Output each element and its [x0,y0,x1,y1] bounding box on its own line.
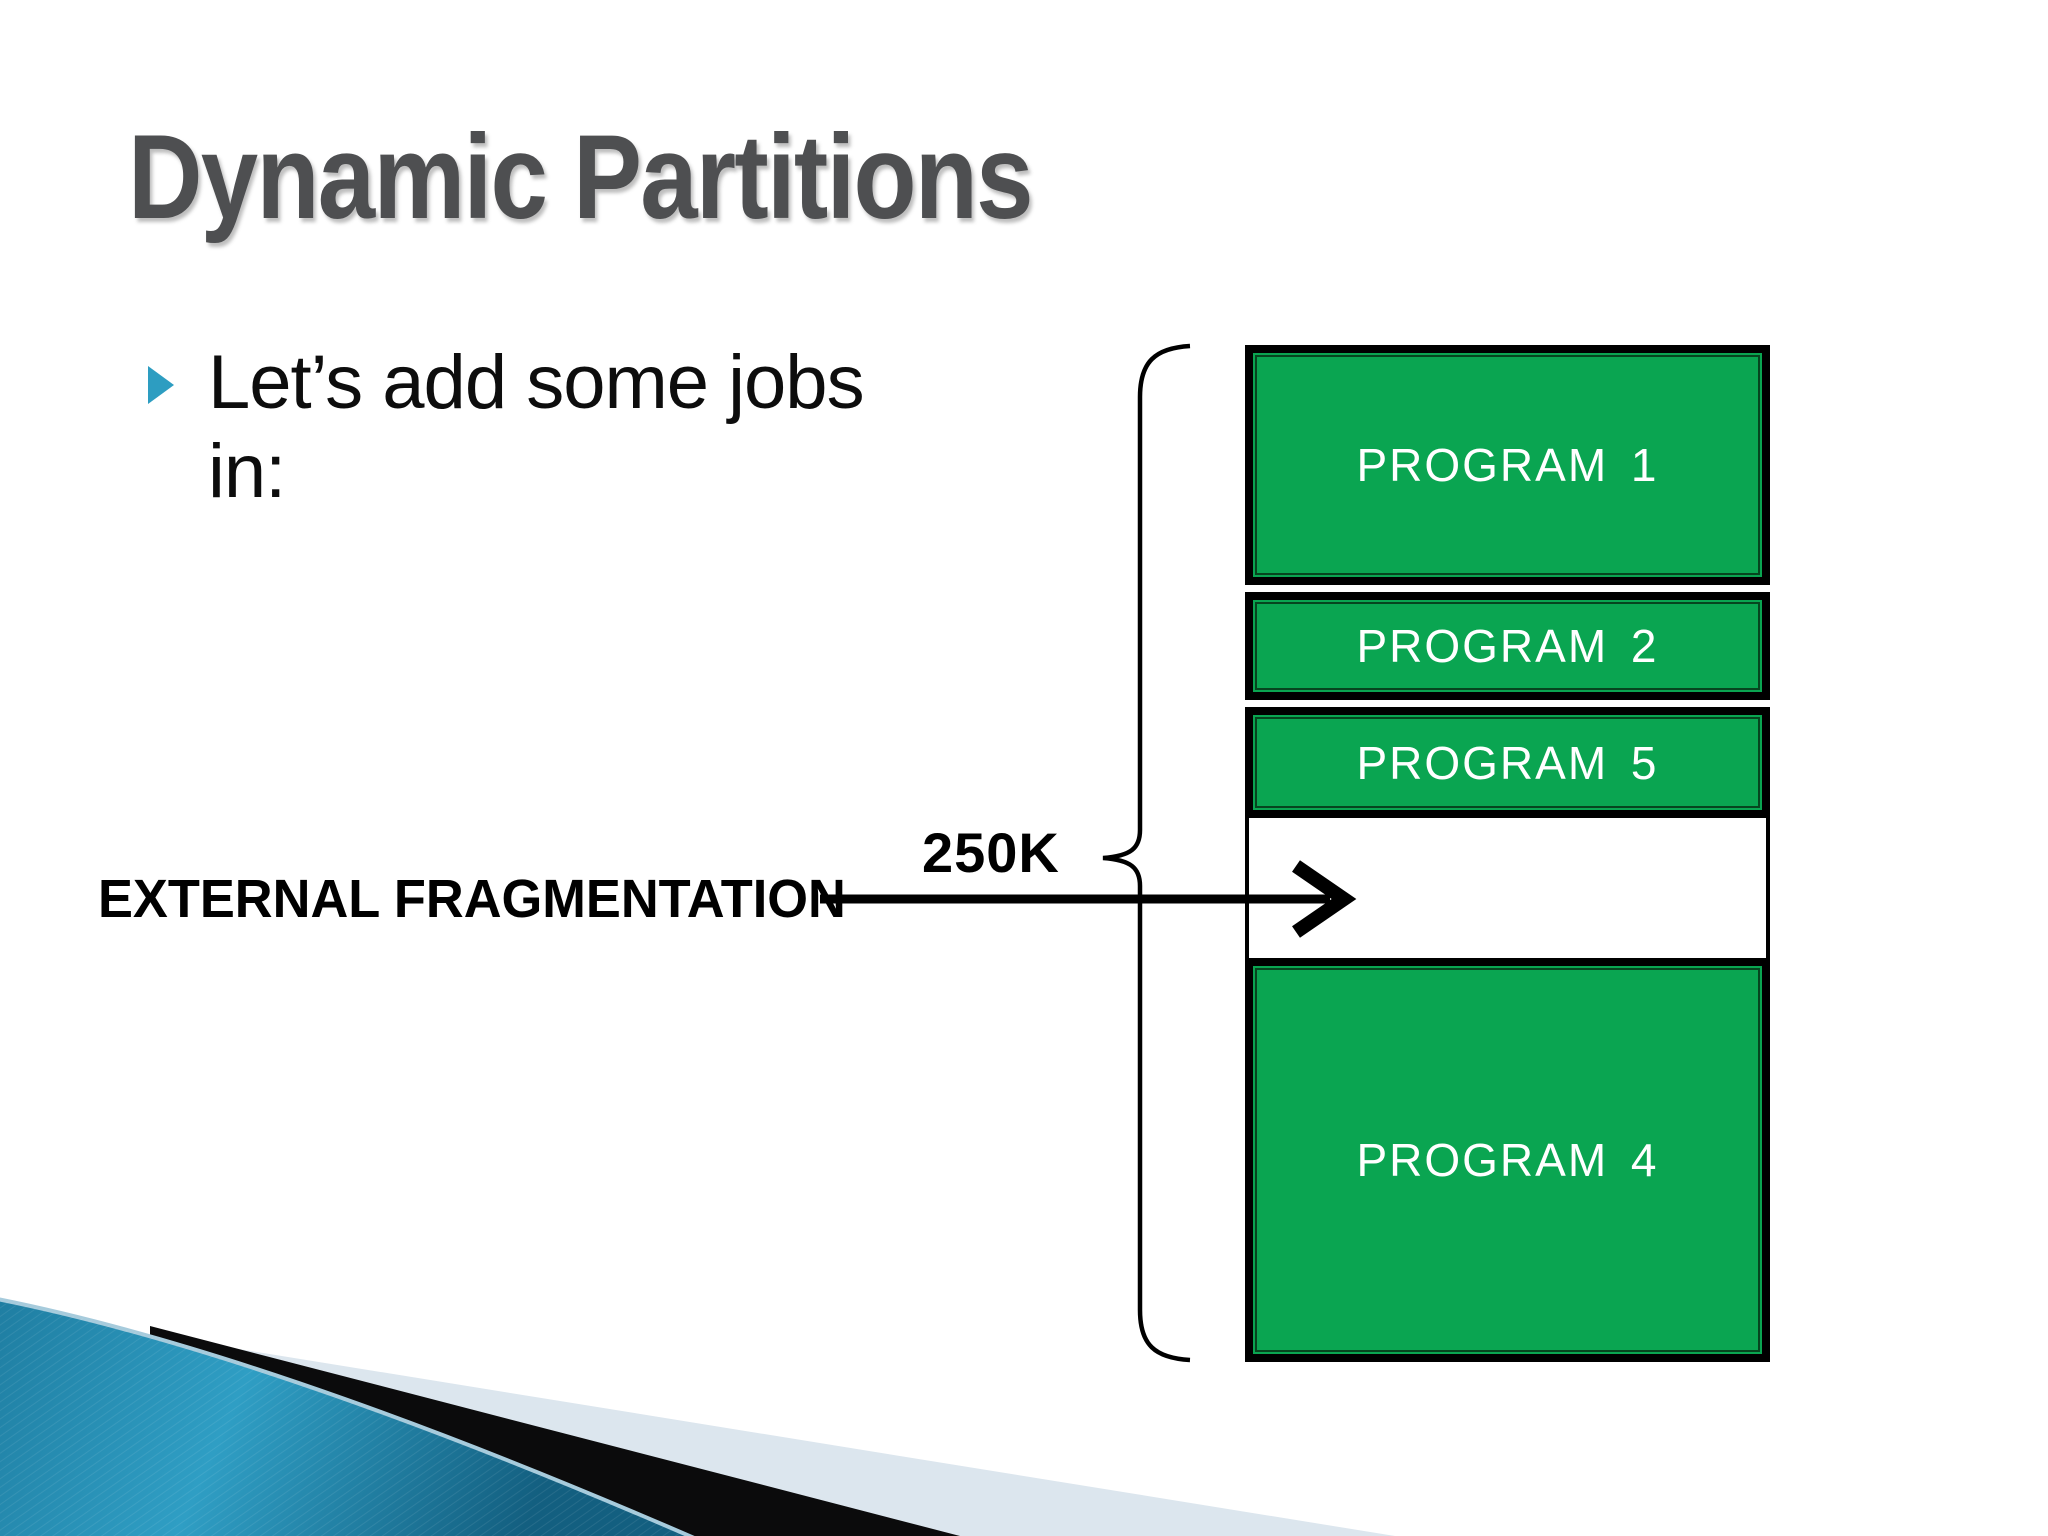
page-title: Dynamic Partitions [128,110,1034,244]
bullet-text: Let’s add some jobs in: [208,338,865,516]
external-fragmentation-label: EXTERNAL FRAGMENTATION [98,869,846,929]
memory-block-free-space [1245,818,1770,958]
memory-block-program-1: PROGRAM 1 [1245,345,1770,585]
corner-decoration [0,1297,1395,1536]
bullet-text-line2: in: [208,429,286,514]
memory-block-label: PROGRAM 2 [1356,620,1659,672]
decoration-teal-swoosh [0,1297,695,1536]
bullet-arrow-icon [148,366,174,404]
decoration-black-stripe [150,1326,960,1536]
memory-block-program-4: PROGRAM 4 [1245,958,1770,1362]
memory-block-label: PROGRAM 5 [1356,736,1659,789]
decoration-teal-texture [0,1299,690,1536]
bullet-text-line1: Let’s add some jobs [208,340,865,425]
decoration-pale-wedge [158,1336,1395,1536]
memory-extent-brace [1102,343,1191,1363]
memory-block-label: PROGRAM 1 [1356,439,1659,491]
memory-block-label: PROGRAM 4 [1356,1134,1659,1186]
hole-size-label: 250K [922,821,1060,884]
memory-block-program-5: PROGRAM 5 [1245,707,1770,818]
memory-block-program-2: PROGRAM 2 [1245,592,1770,700]
